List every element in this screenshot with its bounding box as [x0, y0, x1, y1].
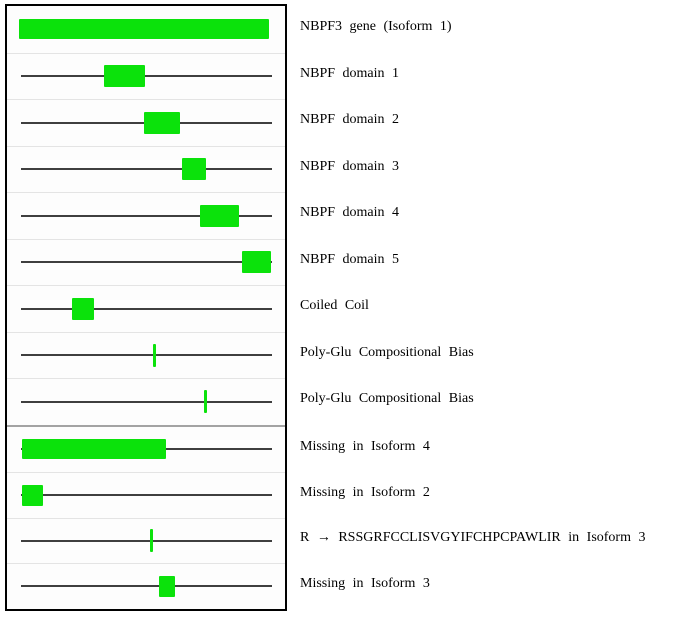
- feature-line: [21, 354, 272, 357]
- feature-row: [7, 563, 285, 609]
- feature-line: [21, 494, 272, 497]
- feature-section-main: [7, 6, 285, 425]
- feature-label: NBPF domain 3: [300, 158, 400, 174]
- feature-row: [7, 472, 285, 518]
- feature-row: [7, 6, 285, 53]
- feature-line: [21, 400, 272, 403]
- feature-label: NBPF3 gene (Isoform 1): [300, 19, 452, 35]
- labels-section-isoforms: Missing in Isoform 4 Missing in Isoform 2…: [300, 425, 676, 607]
- feature-labels-column: NBPF3 gene (Isoform 1) NBPF domain 1 NBPF …: [300, 4, 676, 607]
- feature-label: NBPF domain 2: [300, 112, 400, 128]
- feature-label: Missing in Isoform 2: [300, 484, 430, 500]
- feature-row: [7, 192, 285, 239]
- feature-row: [7, 331, 285, 378]
- feature-line: [21, 261, 272, 264]
- feature-label: R → RSSGRFCCLISVGYIFCHPCPAWLIR in Isofor…: [300, 530, 646, 546]
- feature-marker-box: [144, 111, 180, 134]
- feature-row: [7, 52, 285, 99]
- feature-row: [7, 285, 285, 332]
- feature-marker-tick: [150, 529, 153, 553]
- feature-marker-box: [200, 204, 239, 227]
- feature-label: Missing in Isoform 3: [300, 575, 430, 591]
- feature-marker-box: [182, 158, 206, 181]
- feature-marker-tick: [204, 390, 207, 414]
- feature-marker-box: [22, 484, 43, 506]
- feature-label: Poly-Glu Compositional Bias: [300, 391, 474, 407]
- feature-line: [21, 214, 272, 217]
- feature-line: [21, 539, 272, 542]
- feature-line: [21, 168, 272, 171]
- feature-row: [7, 517, 285, 563]
- labels-section-main: NBPF3 gene (Isoform 1) NBPF domain 1 NBPF …: [300, 4, 676, 423]
- feature-line: [21, 307, 272, 310]
- feature-marker-box: [72, 297, 94, 320]
- feature-marker-box: [104, 65, 145, 88]
- feature-marker-box: [159, 575, 175, 597]
- feature-marker-box: [242, 251, 271, 274]
- feature-label: NBPF domain 1: [300, 65, 400, 81]
- feature-line: [21, 75, 272, 78]
- feature-row: [7, 145, 285, 192]
- feature-label: Missing in Isoform 4: [300, 439, 430, 455]
- section-divider: [7, 424, 285, 427]
- feature-row: [7, 426, 285, 472]
- feature-label: NBPF domain 5: [300, 251, 400, 267]
- feature-row: [7, 378, 285, 425]
- feature-label: Poly-Glu Compositional Bias: [300, 344, 474, 360]
- feature-marker-bar: [19, 19, 269, 40]
- feature-row: [7, 238, 285, 285]
- feature-marker-tick: [153, 343, 156, 367]
- feature-line: [21, 585, 272, 588]
- feature-track-panel: [5, 4, 287, 611]
- feature-label: Coiled Coil: [300, 298, 369, 314]
- feature-row: [7, 99, 285, 146]
- feature-marker-bar: [22, 439, 166, 460]
- feature-section-isoforms: [7, 426, 285, 609]
- feature-label: NBPF domain 4: [300, 205, 400, 221]
